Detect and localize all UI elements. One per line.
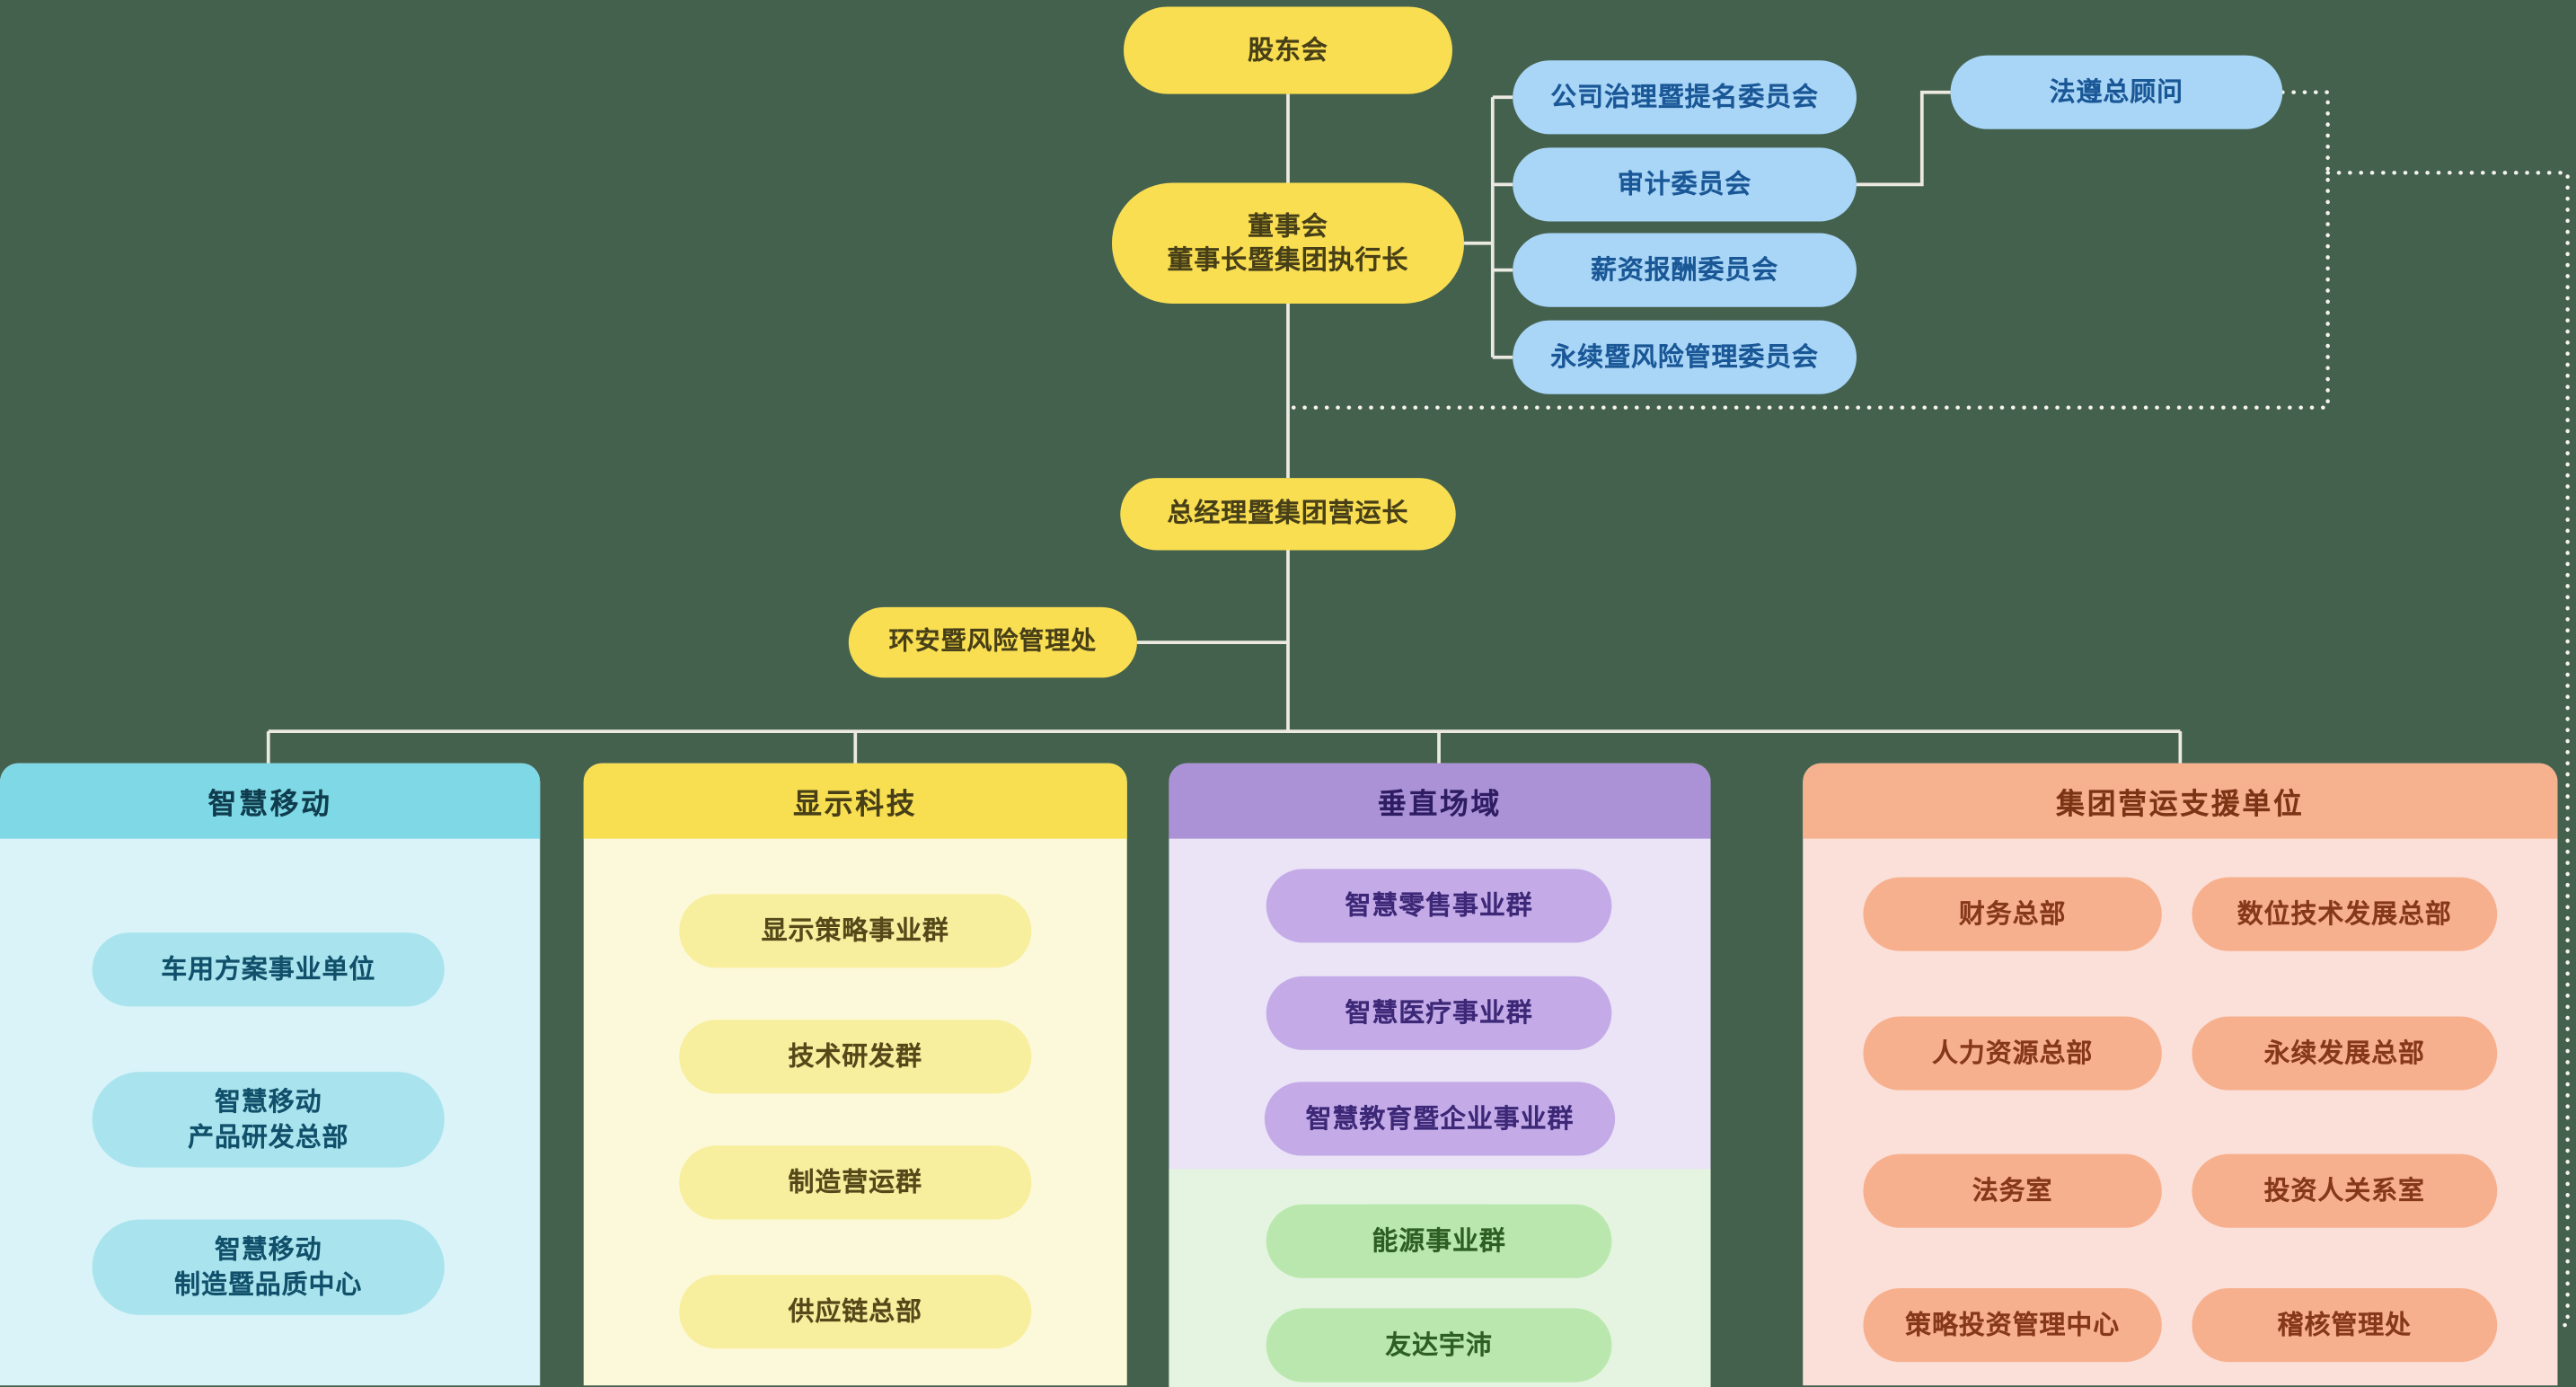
- node-committee-governance-nomination: 公司治理暨提名委员会: [1513, 60, 1857, 135]
- node-chief-compliance-counsel: 法遵总顾问: [1950, 55, 2283, 129]
- panel-vertical-domains: 垂直场域 智慧零售事业群 智慧医疗事业群 智慧教育暨企业事业群 能源事业群 友达…: [1169, 763, 1711, 1387]
- panel-vertical-domains-title: 垂直场域: [1169, 763, 1711, 839]
- panel-smart-mobility: 智慧移动 车用方案事业单位 智慧移动 产品研发总部 智慧移动 制造暨品质中心: [0, 763, 541, 1386]
- node-board-of-directors: 董事会 董事长暨集团执行长: [1111, 182, 1465, 304]
- unit-auo-envirotech: 友达宇沛: [1266, 1308, 1612, 1383]
- unit-audit-management-division: 稽核管理处: [2192, 1288, 2498, 1363]
- unit-sustainability-hq: 永续发展总部: [2192, 1016, 2498, 1091]
- panel-group-support-units-title: 集团营运支援单位: [1803, 763, 2558, 839]
- unit-smart-healthcare-group: 智慧医疗事业群: [1266, 976, 1612, 1050]
- unit-display-strategy-group: 显示策略事业群: [679, 894, 1032, 968]
- unit-legal-office: 法务室: [1863, 1153, 2162, 1228]
- line-committee-stubs: [1492, 95, 1513, 359]
- unit-finance-hq: 财务总部: [1863, 877, 2162, 951]
- node-ehs-risk-division: 环安暨风险管理处: [848, 606, 1137, 678]
- panel-display-technology: 显示科技 显示策略事业群 技术研发群 制造营运群 供应链总部: [583, 763, 1127, 1386]
- unit-digital-technology-hq: 数位技术发展总部: [2192, 877, 2498, 951]
- node-committee-sustainability-risk: 永续暨风险管理委员会: [1513, 320, 1857, 394]
- line-audit-to-compliance: [1856, 90, 1951, 187]
- dotted-compliance-to-mainline: [1285, 90, 2330, 410]
- unit-technology-rd-group: 技术研发群: [679, 1020, 1032, 1094]
- line-division-stubs: [266, 731, 2183, 764]
- unit-investor-relations-office: 投资人关系室: [2192, 1153, 2498, 1228]
- unit-energy-business-group: 能源事业群: [1266, 1204, 1612, 1278]
- panel-smart-mobility-title: 智慧移动: [0, 763, 541, 839]
- node-president-coo: 总经理暨集团营运长: [1120, 478, 1456, 551]
- unit-mobility-manufacturing-quality: 智慧移动 制造暨品质中心: [92, 1219, 445, 1315]
- unit-supply-chain-hq: 供应链总部: [679, 1275, 1032, 1349]
- unit-manufacturing-operations-group: 制造营运群: [679, 1145, 1032, 1220]
- unit-smart-education-enterprise-group: 智慧教育暨企业事业群: [1264, 1082, 1616, 1156]
- unit-strategic-investment-center: 策略投资管理中心: [1863, 1288, 2162, 1363]
- unit-smart-retail-group: 智慧零售事业群: [1266, 869, 1612, 943]
- panel-display-technology-title: 显示科技: [583, 763, 1127, 839]
- node-committee-compensation: 薪资报酬委员会: [1513, 233, 1857, 307]
- unit-hr-hq: 人力资源总部: [1863, 1016, 2162, 1091]
- unit-mobility-product-rd: 智慧移动 产品研发总部: [92, 1072, 445, 1168]
- unit-automotive-solutions: 车用方案事业单位: [92, 932, 445, 1007]
- node-committee-audit: 审计委员会: [1513, 147, 1857, 222]
- panel-group-support-units: 集团营运支援单位 财务总部 人力资源总部 法务室 策略投资管理中心 数位技术发展…: [1803, 763, 2558, 1386]
- node-shareholders: 股东会: [1124, 6, 1452, 94]
